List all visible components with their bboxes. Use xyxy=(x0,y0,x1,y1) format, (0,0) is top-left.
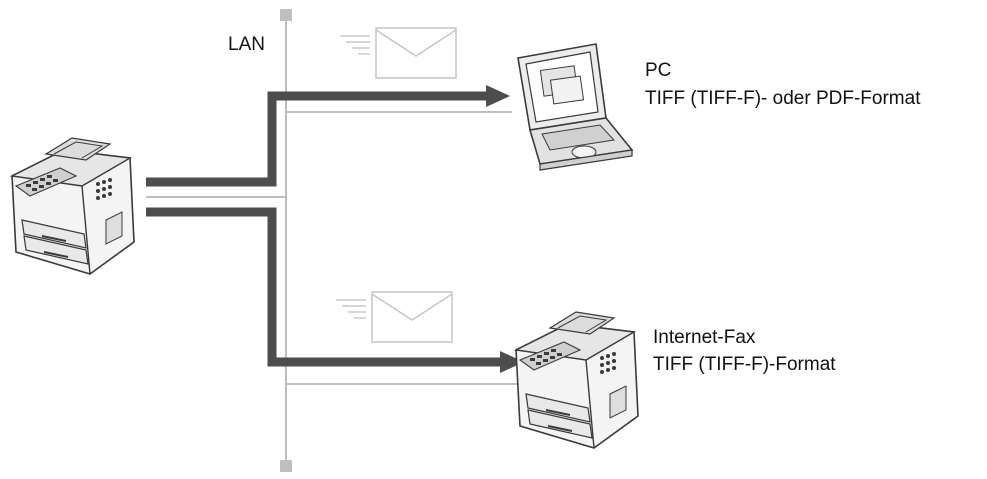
arrow-to-pc-head xyxy=(486,85,510,107)
pc-title-label: PC xyxy=(645,60,672,81)
lan-terminator-bottom xyxy=(280,460,292,472)
arrow-to-pc-line xyxy=(146,91,488,187)
lan-backbone xyxy=(146,9,528,472)
arrow-to-ifax-line xyxy=(146,207,502,367)
internet-fax-format-label: TIFF (TIFF-F)-Format xyxy=(653,354,836,375)
lan-terminator-top xyxy=(280,9,292,21)
fax-machine-icon xyxy=(515,311,639,449)
envelope-icon xyxy=(339,27,457,79)
internet-fax-title-label: Internet-Fax xyxy=(653,327,756,348)
laptop-icon xyxy=(517,43,634,171)
lan-label: LAN xyxy=(228,34,265,55)
pc-format-label: TIFF (TIFF-F)- oder PDF-Format xyxy=(645,88,921,109)
envelope-icon xyxy=(335,291,453,343)
arrow-to-ifax-head xyxy=(500,351,524,373)
fax-machine-icon xyxy=(11,137,135,275)
transmission-arrows xyxy=(146,85,524,373)
